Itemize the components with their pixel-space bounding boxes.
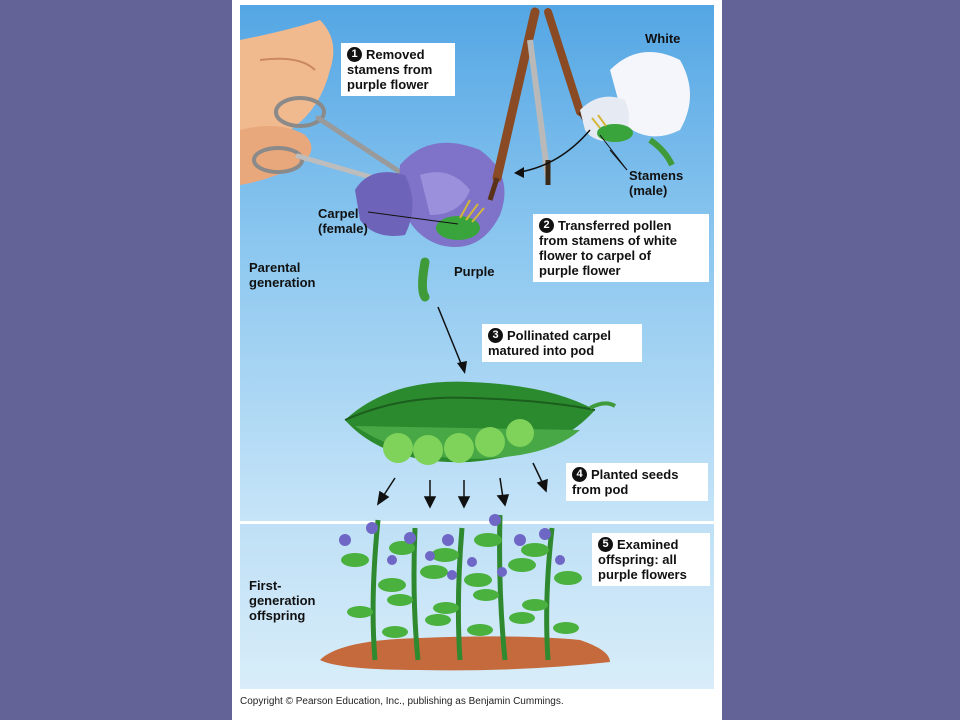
step-3-line-1: Pollinated carpel <box>507 328 612 343</box>
stamens-label: Stamens (male) <box>629 168 683 198</box>
step-5-line-2: offspring: all <box>598 552 677 567</box>
paintbrushes <box>487 7 592 201</box>
step-4-callout: 4 Planted seeds from pod <box>566 463 708 501</box>
offspring-plants <box>339 514 582 661</box>
step-2-line-2: from stamens of white <box>539 233 677 248</box>
purple-label: Purple <box>454 264 495 279</box>
step-1-line-2: stamens from <box>347 62 433 77</box>
offspring-label-line-2: generation <box>249 593 316 608</box>
first-generation-offspring-label: First- generation offspring <box>249 578 315 623</box>
stamens-pointer-lines <box>599 134 628 171</box>
carpel-label-line-2: (female) <box>318 221 368 236</box>
step-2-callout: 2 Transferred pollen from stamens of whit… <box>533 214 709 282</box>
step-2-line-4: purple flower <box>539 263 621 278</box>
step-5-callout: 5 Examined offspring: all purple flowers <box>592 533 710 586</box>
flower-to-pod-arrow <box>437 306 467 374</box>
seed-arrows <box>376 462 548 509</box>
step-3-line-2: matured into pod <box>488 343 595 358</box>
step-2-line-3: flower to carpel of <box>539 248 651 263</box>
carpel-label: Carpel (female) <box>318 206 368 236</box>
parental-label-line-2: generation <box>249 275 316 290</box>
offspring-label-line-1: First- <box>249 578 282 593</box>
step-5-line-3: purple flowers <box>598 567 687 582</box>
copyright-notice: Copyright © Pearson Education, Inc., pub… <box>240 696 564 707</box>
step-4-number: 4 <box>572 467 587 482</box>
step-1-callout: 1 Removed stamens from purple flower <box>341 43 455 96</box>
pollen-transfer-arrow <box>514 129 591 178</box>
step-5-line-1: Examined <box>617 537 679 552</box>
soil <box>320 636 610 671</box>
step-4-line-1: Planted seeds <box>591 467 679 482</box>
step-3-callout: 3 Pollinated carpel matured into pod <box>482 324 642 362</box>
carpel-pointer-line <box>367 211 459 225</box>
step-2-number: 2 <box>539 218 554 233</box>
offspring-label-line-3: offspring <box>249 608 306 623</box>
white-flower <box>580 52 690 167</box>
parental-label-line-1: Parental <box>249 260 301 275</box>
white-label: White <box>645 31 681 46</box>
carpel-label-line-1: Carpel <box>318 206 359 221</box>
step-1-number: 1 <box>347 47 362 62</box>
step-5-number: 5 <box>598 537 613 552</box>
step-3-number: 3 <box>488 328 503 343</box>
step-1-line-1: Removed <box>366 47 425 62</box>
pea-pod <box>344 381 617 465</box>
stamens-label-line-1: Stamens <box>629 168 684 183</box>
section-divider <box>240 521 714 524</box>
stamens-label-line-2: (male) <box>629 183 668 198</box>
step-4-line-2: from pod <box>572 482 629 497</box>
hand-illustration <box>240 20 334 185</box>
parental-generation-label: Parental generation <box>249 260 315 290</box>
step-1-line-3: purple flower <box>347 77 429 92</box>
step-2-line-1: Transferred pollen <box>558 218 672 233</box>
purple-flower <box>355 142 505 302</box>
